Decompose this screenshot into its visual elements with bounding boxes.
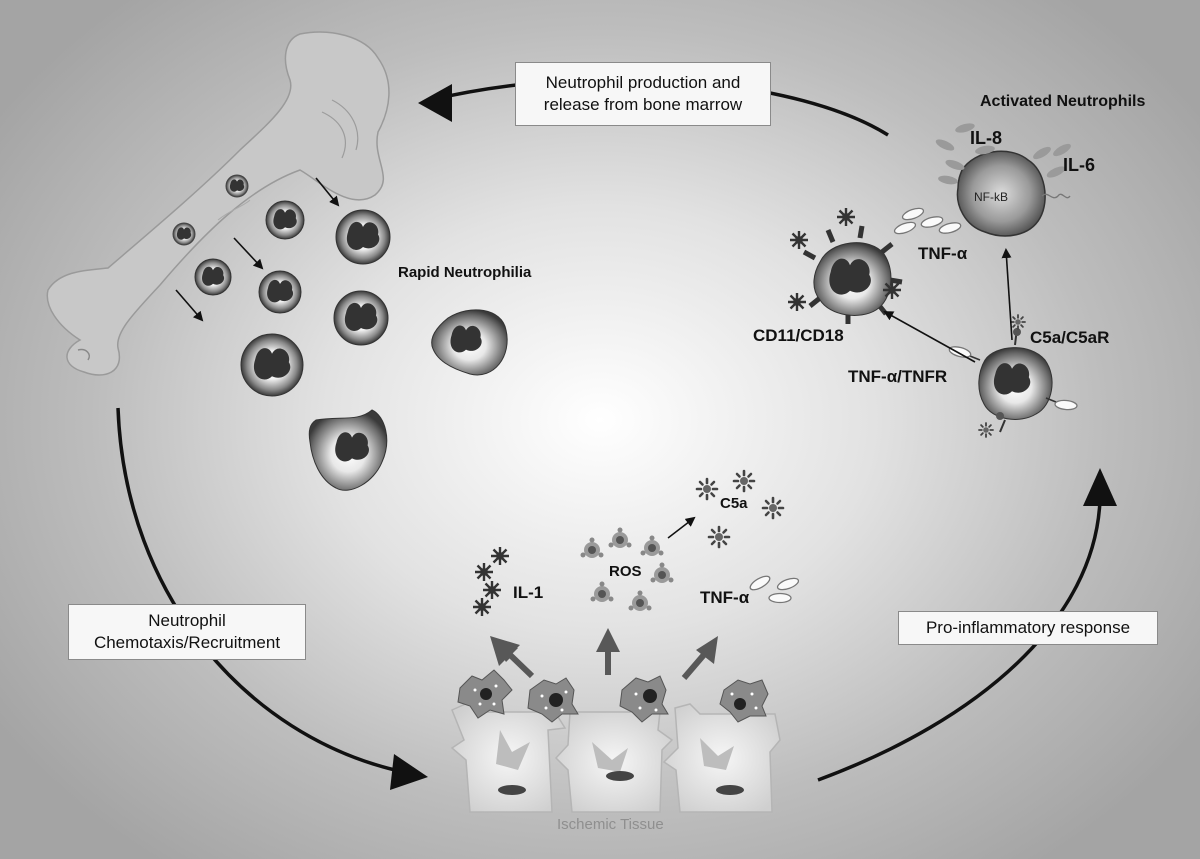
nfkb-label: NF-kB	[974, 190, 1008, 204]
receptor-neutrophil	[947, 314, 1079, 438]
bone-marrow-cell	[225, 174, 249, 198]
neutrophil-cell	[194, 258, 232, 296]
c5a-c5ar-label: C5a/C5aR	[1030, 328, 1110, 347]
arrow-to-cd11	[883, 311, 976, 363]
chemotaxis-line-1: Neutrophil	[148, 611, 226, 630]
chemotaxis-line-2: Chemotaxis/Recruitment	[93, 633, 281, 652]
bone-marrow-cell	[172, 222, 196, 246]
chemotaxis-label-box: Neutrophil Chemotaxis/Recruitment	[68, 604, 306, 660]
c5a-label: C5a	[720, 495, 748, 512]
proinflammatory-arrow-arc	[817, 499, 1102, 782]
il6-label: IL-6	[1063, 155, 1096, 175]
production-arrowhead	[418, 84, 452, 122]
il1-particles	[471, 545, 511, 618]
ischemic-tissue-label: Ischemic Tissue	[557, 816, 664, 833]
neutrophil-cell	[335, 209, 391, 265]
release-from-tissue-arrows	[490, 628, 718, 680]
il8-label: IL-8	[970, 128, 1003, 148]
tnf-alpha-bottom-label: TNF-α	[700, 588, 750, 607]
proinflammatory-label-box: Pro-inflammatory response	[898, 611, 1158, 645]
arrow-to-c5a	[667, 516, 696, 539]
il1-label: IL-1	[513, 583, 544, 602]
production-label-box: Neutrophil production and release from b…	[515, 62, 771, 126]
proinflammatory-text: Pro-inflammatory response	[925, 618, 1131, 637]
bone-illustration	[46, 31, 390, 376]
ischemic-tissue	[450, 669, 781, 813]
production-line-1: Neutrophil production and	[545, 73, 741, 92]
neutrophil-cell	[240, 333, 304, 397]
macrophage-cell	[457, 669, 513, 719]
cd11-cd18-neutrophil	[786, 206, 903, 324]
ros-label: ROS	[609, 563, 642, 580]
tnf-alpha-top-label: TNF-α	[918, 244, 968, 263]
macrophage-cell	[719, 679, 769, 723]
arrow-to-activated	[1001, 248, 1013, 341]
cd11-cd18-label: CD11/CD18	[753, 326, 844, 345]
neutrophil-cell	[333, 290, 389, 346]
macrophage-cell	[619, 675, 669, 723]
tnf-tnfr-label: TNF-α/TNFR	[848, 367, 948, 386]
activated-neutrophil-nfkb	[956, 150, 1071, 237]
migrating-neutrophil	[431, 309, 508, 376]
migrating-neutrophil	[308, 409, 388, 491]
chemotaxis-arrowhead	[390, 754, 428, 790]
rapid-neutrophilia-label: Rapid Neutrophilia	[398, 264, 532, 281]
macrophage-cell	[527, 677, 579, 723]
tnf-particles	[747, 572, 801, 604]
production-line-2: release from bone marrow	[543, 95, 743, 114]
proinflammatory-arrowhead	[1083, 468, 1117, 506]
activated-neutrophils-label: Activated Neutrophils	[980, 93, 1146, 110]
release-arrows	[175, 177, 340, 322]
neutrophil-cell	[258, 270, 302, 314]
tnf-granules	[892, 205, 963, 237]
neutrophil-cell	[265, 200, 305, 240]
